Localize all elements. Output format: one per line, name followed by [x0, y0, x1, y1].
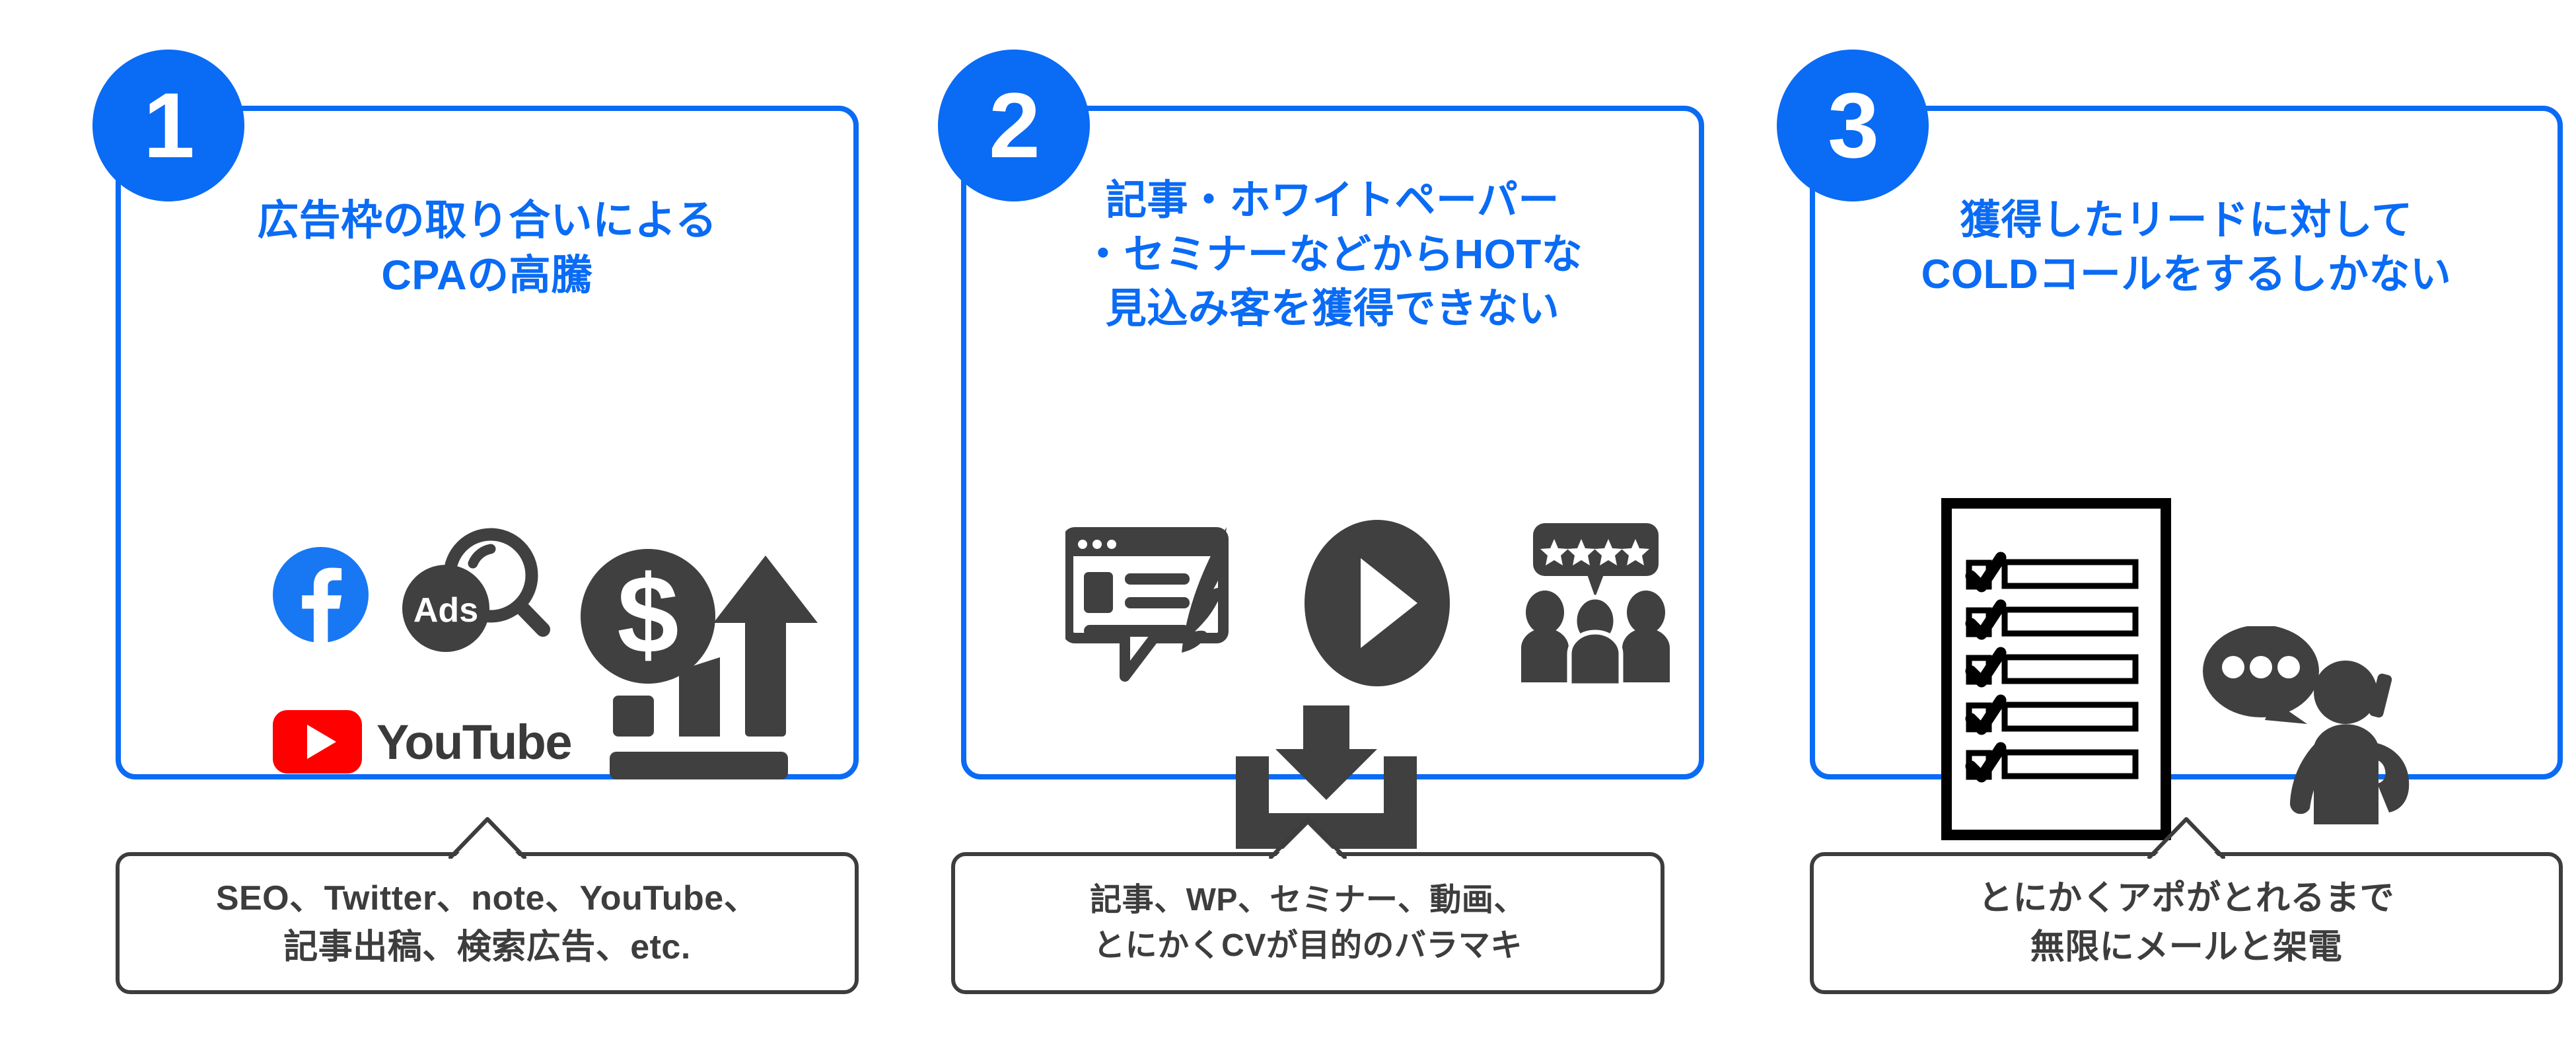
facebook-logo-icon	[273, 547, 369, 643]
icon-area-1: Ads YouTube $	[121, 111, 853, 779]
step-badge-2: 2	[938, 50, 1090, 201]
step-badge-1: 1	[92, 50, 244, 201]
caption-balloon-1: SEO、Twitter、note、YouTube、 記事出稿、検索広告、etc.	[116, 817, 859, 994]
phone-caller-speech-icon	[2201, 625, 2466, 857]
step-badge-3: 3	[1777, 50, 1929, 201]
youtube-logo-icon: YouTube	[273, 705, 573, 778]
svg-text:Ads: Ads	[413, 591, 478, 630]
youtube-play-badge-icon	[273, 710, 362, 774]
google-ads-search-icon: Ads	[398, 524, 550, 666]
card-title-1: 広告枠の取り合いによる CPAの高騰	[257, 198, 717, 299]
caption-notch-icon	[448, 817, 526, 859]
card-column-1: 広告枠の取り合いによる CPAの高騰	[66, 0, 859, 1045]
icon-area-2	[966, 111, 1699, 849]
card-title-3: 獲得したリードに対して COLDコールをするしかない	[1921, 198, 2452, 297]
step-number-2: 2	[989, 73, 1040, 177]
caption-text-1: SEO、Twitter、note、YouTube、 記事出稿、検索広告、etc.	[215, 879, 759, 966]
youtube-wordmark: YouTube	[376, 714, 573, 770]
problem-card-1: 広告枠の取り合いによる CPAの高騰	[116, 106, 859, 779]
caption-balloon-3: とにかくアポがとれるまで 無限にメールと架電	[1810, 817, 2563, 994]
problem-card-3: 獲得したリードに対して COLDコールをするしかない	[1810, 106, 2563, 840]
caption-text-2: 記事、WP、セミナー、動画、 とにかくCVが目的のバラマキ	[1090, 883, 1526, 963]
caption-notch-icon	[2147, 817, 2225, 859]
problem-card-2: 記事・ホワイトペーパー ・セミナーなどからHOTな 見込み客を獲得できない	[961, 106, 1704, 849]
icon-area-3	[1815, 111, 2558, 840]
card-column-3: 獲得したリードに対して COLDコールをするしかない	[1750, 0, 2563, 1045]
download-icon	[1231, 702, 1422, 867]
article-blog-icon	[1063, 521, 1244, 689]
seminar-review-icon	[1508, 521, 1683, 688]
step-number-3: 3	[1828, 73, 1879, 177]
card-column-2: 記事・ホワイトペーパー ・セミナーなどからHOTな 見込み客を獲得できない	[912, 0, 1704, 1045]
rising-cost-chart-icon: $	[577, 517, 854, 798]
caption-text-3: とにかくアポがとれるまで 無限にメールと架電	[1978, 879, 2394, 966]
caption-notch-icon	[1269, 817, 1347, 859]
step-number-1: 1	[143, 73, 195, 177]
caption-balloon-2: 記事、WP、セミナー、動画、 とにかくCVが目的のバラマキ	[951, 817, 1664, 994]
svg-text:$: $	[617, 552, 678, 676]
checklist-document-icon	[1937, 494, 2175, 844]
video-play-icon	[1300, 517, 1455, 689]
card-title-2: 記事・ホワイトペーパー ・セミナーなどからHOTな 見込み客を獲得できない	[1082, 178, 1583, 332]
